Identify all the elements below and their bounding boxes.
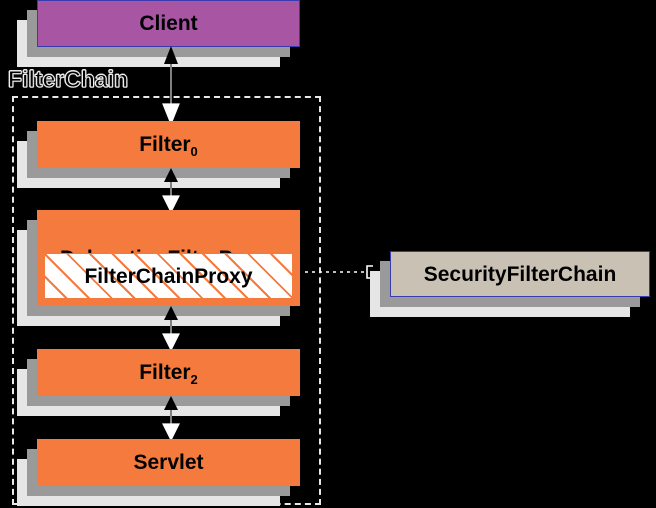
dfp-face: DelegatingFilterProxy FilterChainProxy bbox=[37, 210, 300, 306]
servlet-face: Servlet bbox=[37, 439, 300, 486]
connector-filter0-delegating bbox=[162, 168, 180, 214]
security-filter-chain-label: SecurityFilterChain bbox=[423, 262, 617, 286]
filter0-label: Filter0 bbox=[139, 133, 198, 158]
filterchain-title: FilterChain bbox=[7, 66, 129, 92]
node-filter-chain-proxy[interactable]: FilterChainProxy bbox=[44, 253, 293, 299]
filter0-face: Filter0 bbox=[37, 121, 300, 168]
security-filter-chain-face: SecurityFilterChain bbox=[390, 251, 650, 297]
filter0-label-text: Filter bbox=[139, 133, 191, 156]
filter2-face: Filter2 bbox=[37, 349, 300, 396]
filter2-label: Filter2 bbox=[139, 361, 198, 386]
client-face: Client bbox=[37, 0, 300, 47]
connector-client-filter0 bbox=[162, 46, 180, 126]
node-filter-2[interactable]: Filter2 bbox=[17, 349, 300, 416]
filter0-label-subscript: 0 bbox=[190, 144, 198, 159]
node-servlet[interactable]: Servlet bbox=[17, 439, 300, 506]
node-security-filter-chain[interactable]: SecurityFilterChain bbox=[370, 251, 650, 317]
connector-filter2-servlet bbox=[162, 396, 180, 442]
filter2-label-subscript: 2 bbox=[190, 372, 198, 387]
node-client[interactable]: Client bbox=[17, 0, 300, 67]
filter2-label-text: Filter bbox=[139, 361, 191, 384]
filter-chain-proxy-label: FilterChainProxy bbox=[84, 264, 253, 288]
node-filter-0[interactable]: Filter0 bbox=[17, 121, 300, 188]
client-label: Client bbox=[139, 12, 198, 35]
servlet-label: Servlet bbox=[133, 451, 204, 474]
node-delegating-filter-proxy[interactable]: DelegatingFilterProxy FilterChainProxy bbox=[17, 210, 300, 326]
connector-delegating-filter2 bbox=[162, 306, 180, 352]
